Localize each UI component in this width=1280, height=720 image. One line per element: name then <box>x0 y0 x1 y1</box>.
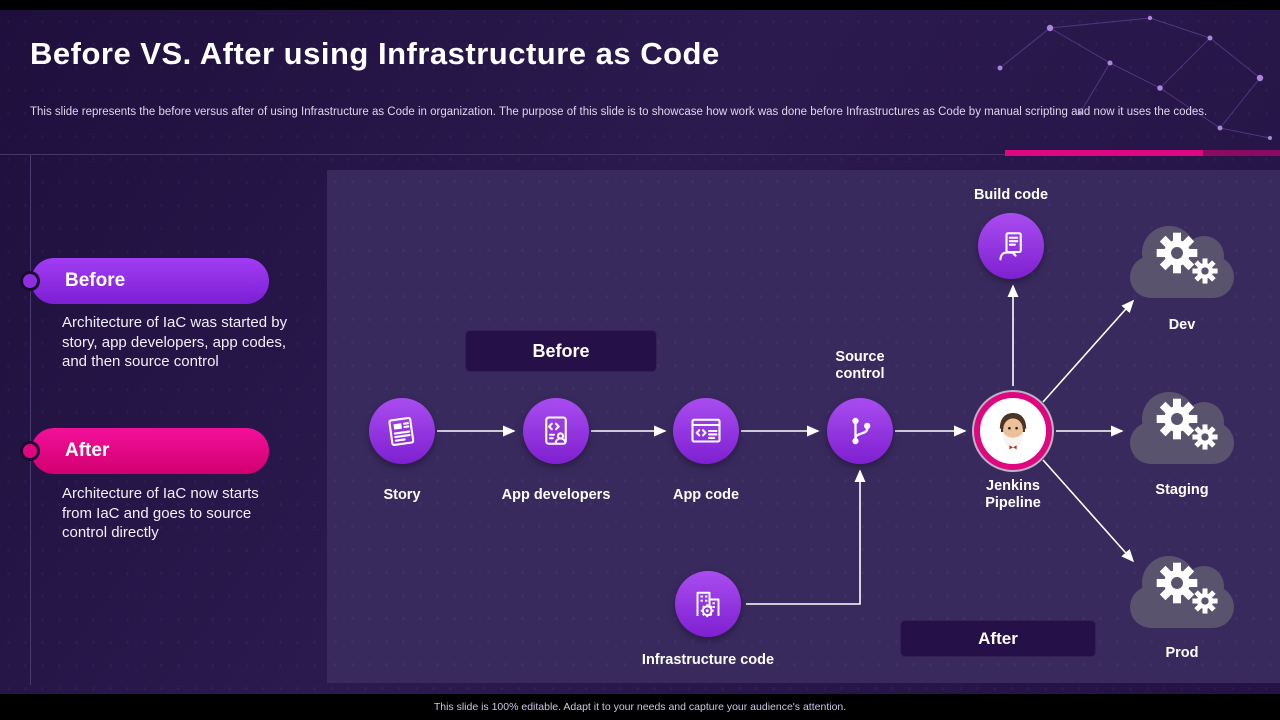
source-control-label: Source control <box>835 349 885 383</box>
app-developers-icon <box>545 416 567 445</box>
story-icon <box>388 416 415 447</box>
gear-icon <box>1192 258 1218 284</box>
before-badge: Before <box>465 330 657 372</box>
story-node <box>369 398 435 464</box>
footer-note: This slide is 100% editable. Adapt it to… <box>433 701 847 713</box>
gear-icon <box>1192 424 1218 450</box>
after-label: After <box>65 440 110 461</box>
after-badge: After <box>900 620 1096 657</box>
jenkins-icon <box>999 412 1027 450</box>
before-label-pill: Before <box>31 258 269 304</box>
page-title: Before VS. After using Infrastructure as… <box>30 36 720 71</box>
source-control-node <box>827 398 893 464</box>
jenkins-label: Jenkins Pipeline <box>985 478 1041 512</box>
divider-accent-bar <box>1005 150 1280 156</box>
infrastructure-code-node <box>675 571 741 637</box>
after-bullet-dot <box>23 444 37 458</box>
build-code-node <box>978 213 1044 279</box>
dev-cloud <box>1130 226 1234 298</box>
sidebar-connector-line <box>30 155 31 685</box>
before-description: Architecture of IaC was started by story… <box>62 314 288 370</box>
infrastructure-code-label: Infrastructure code <box>641 652 775 668</box>
gear-icon <box>1192 588 1218 614</box>
app-code-node <box>673 398 739 464</box>
after-label-pill: After <box>31 428 269 474</box>
diagram-panel <box>327 170 1280 683</box>
prod-label: Prod <box>1165 645 1199 661</box>
network-decoration <box>997 15 1272 140</box>
divider-line <box>0 154 1280 155</box>
app-code-label: App code <box>672 487 740 503</box>
before-label: Before <box>65 270 126 291</box>
staging-label: Staging <box>1155 482 1209 498</box>
prod-cloud <box>1130 556 1234 628</box>
build-code-icon <box>999 232 1022 261</box>
after-description: Architecture of IaC now starts from IaC … <box>62 485 259 541</box>
staging-cloud <box>1130 392 1234 464</box>
story-label: Story <box>383 487 421 503</box>
build-code-label: Build code <box>973 187 1049 203</box>
infrastructure-code-icon <box>696 591 720 618</box>
jenkins-node <box>974 392 1052 470</box>
dev-label: Dev <box>1168 317 1196 333</box>
app-code-icon <box>691 418 721 443</box>
before-bullet-dot <box>23 274 37 288</box>
source-control-icon <box>852 417 871 445</box>
app-developers-node <box>523 398 589 464</box>
app-developers-label: App developers <box>501 487 611 503</box>
slide-description: This slide represents the before versus … <box>30 106 1208 118</box>
